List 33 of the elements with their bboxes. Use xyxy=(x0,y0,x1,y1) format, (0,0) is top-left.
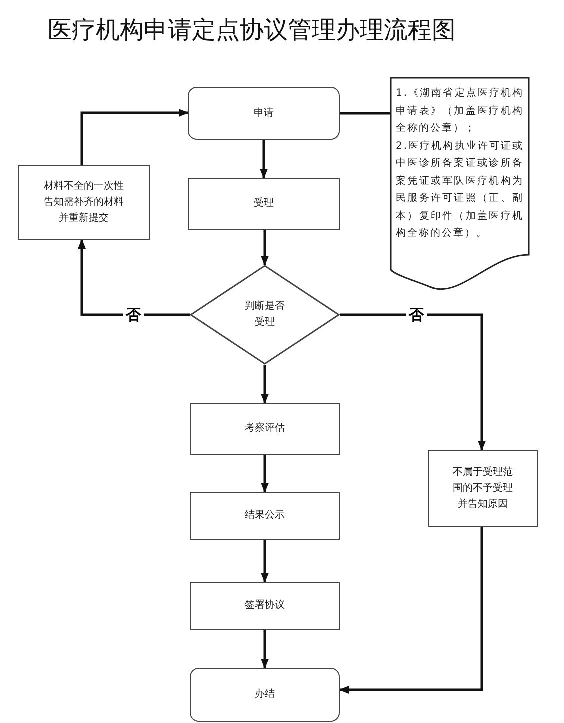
arrow xyxy=(261,230,269,266)
edge-label: 否 xyxy=(123,306,144,324)
terminal-box xyxy=(190,668,340,722)
process-box xyxy=(190,403,340,455)
node-text: 2.医疗机构执业许可证或中医诊所备案证或诊所备案凭证或军队医疗机构为民服务许可证照（正、副本）复印件（加盖医疗机构全称的公章）。 xyxy=(396,140,524,241)
node-text: 申请 xyxy=(254,106,274,120)
process-box xyxy=(428,450,538,527)
terminal-box xyxy=(188,87,340,140)
node-text: 材料不全的一次性告知需补齐的材料并重新提交 xyxy=(43,180,125,226)
process-box xyxy=(190,582,340,630)
arrow xyxy=(340,314,486,451)
arrow xyxy=(339,527,484,694)
arrow xyxy=(261,630,269,669)
node-text: 1.《湖南省定点医疗机构申请表》（加盖医疗机构全称的公章）； xyxy=(396,86,524,136)
diagram-title: 医疗机构申请定点协议管理办理流程图 xyxy=(48,15,456,46)
process-box xyxy=(190,492,340,540)
edge-label: 否 xyxy=(406,306,427,324)
node-text: 结果公示 xyxy=(245,508,285,523)
node-text: 不属于受理范围的不予受理并告知原因 xyxy=(452,466,514,512)
process-box xyxy=(18,165,150,240)
node-text: 考察评估 xyxy=(245,422,285,436)
decision-diamond xyxy=(190,265,340,365)
arrow xyxy=(261,365,269,404)
process-box xyxy=(188,178,340,230)
arrow xyxy=(78,239,190,316)
arrow xyxy=(261,540,269,583)
node-text: 判断是否受理 xyxy=(244,300,286,330)
arrow xyxy=(260,140,268,179)
arrow xyxy=(261,455,269,493)
node-text: 受理 xyxy=(254,196,274,211)
node-text: 办结 xyxy=(255,688,275,702)
arrow xyxy=(80,109,189,165)
node-text: 签署协议 xyxy=(245,598,285,613)
